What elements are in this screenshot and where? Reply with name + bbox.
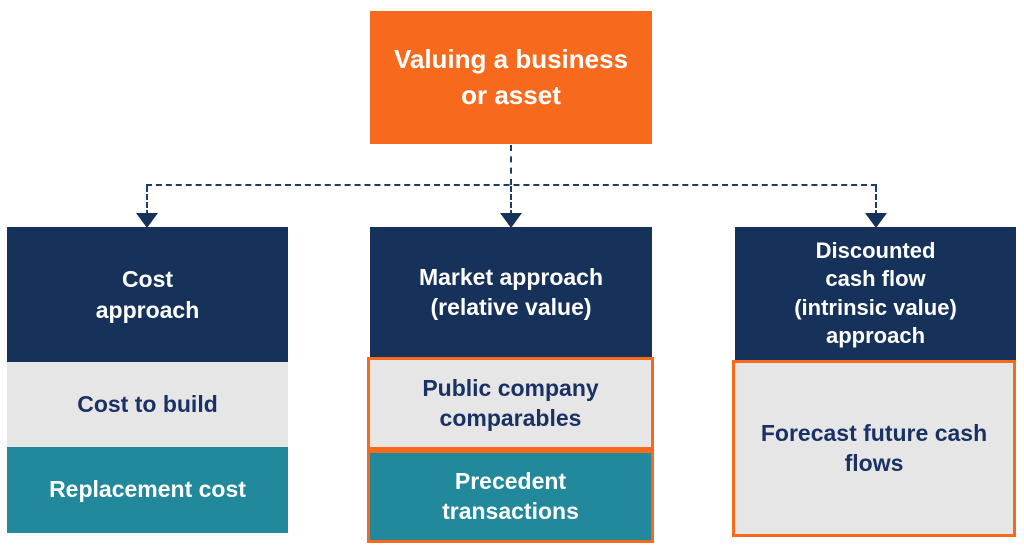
arrow-down-icon — [136, 213, 158, 228]
header-cost-approach: Cost approach — [7, 227, 288, 362]
header-dcf-approach: Discounted cash flow (intrinsic value) a… — [735, 227, 1016, 360]
header-market-approach: Market approach (relative value) — [370, 227, 652, 357]
item-public-company-comparables: Public company comparables — [367, 357, 654, 450]
item-cost-to-build: Cost to build — [7, 362, 288, 447]
connector-horizontal-line — [146, 184, 877, 186]
arrow-down-icon — [865, 213, 887, 228]
root-box-valuing-business: Valuing a business or asset — [370, 11, 652, 144]
connector-middle-vertical-line — [510, 186, 512, 216]
connector-root-vertical-line — [510, 145, 512, 185]
connector-right-vertical-line — [875, 186, 877, 216]
item-replacement-cost: Replacement cost — [7, 447, 288, 533]
item-forecast-future-cash-flows: Forecast future cash flows — [732, 360, 1016, 537]
item-precedent-transactions: Precedent transactions — [367, 450, 654, 543]
arrow-down-icon — [500, 213, 522, 228]
connector-left-vertical-line — [146, 186, 148, 216]
